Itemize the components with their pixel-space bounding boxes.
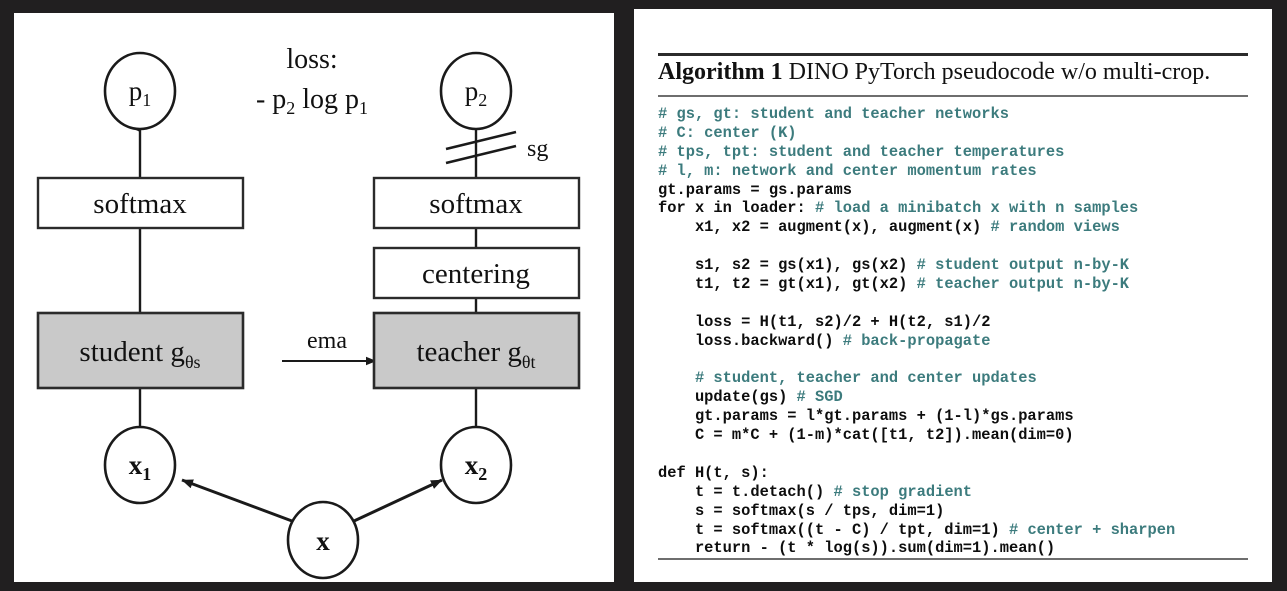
algorithm-title: Algorithm 1 DINO PyTorch pseudocode w/o … [658, 59, 1250, 86]
code-line [658, 294, 1258, 313]
code-token: C = m*C + (1-m)*cat([t1, t2]).mean(dim=0… [658, 426, 1074, 445]
code-comment: # teacher output n-by-K [916, 275, 1130, 294]
code-comment: # load a minibatch x with n samples [815, 199, 1139, 218]
code-line: loss.backward() # back-propagate [658, 332, 1258, 351]
code-line: t1, t2 = gt(x1), gt(x2) # teacher output… [658, 275, 1258, 294]
code-comment: # tps, tpt: student and teacher temperat… [658, 142, 1065, 161]
code-line: s = softmax(s / tps, dim=1) [658, 502, 1258, 521]
code-line [658, 445, 1258, 464]
code-line: # l, m: network and center momentum rate… [658, 162, 1258, 181]
code-token: gt.params = gs.params [658, 180, 852, 199]
box-centering [372, 246, 581, 300]
box-teacher [372, 311, 581, 390]
code-comment: # student output n-by-K [916, 256, 1130, 275]
node-x2-label: x2 [465, 450, 488, 484]
box-student-label: student gθs [79, 336, 200, 372]
code-line: x1, x2 = augment(x), augment(x) # random… [658, 218, 1258, 237]
code-token: for x in loader: [658, 199, 816, 218]
code-comment: # center + sharpen [1008, 520, 1176, 539]
node-p1-label: p1 [129, 76, 152, 110]
code-line [658, 237, 1258, 256]
code-token: loss = H(t1, s2)/2 + H(t2, s1)/2 [658, 312, 991, 331]
code-comment: # back-propagate [842, 331, 991, 350]
code-line [658, 351, 1258, 370]
loss-label-line1: loss: [286, 44, 337, 75]
code-token: s = softmax(s / tps, dim=1) [658, 501, 945, 520]
box-student [36, 311, 245, 390]
box-centering-label: centering [422, 258, 530, 290]
stop-gradient-slash-1 [445, 130, 517, 151]
code-line: for x in loader: # load a minibatch x wi… [658, 199, 1258, 218]
box-teacher-label: teacher gθt [416, 336, 535, 372]
code-token: t1, t2 = gt(x1), gt(x2) [658, 275, 917, 294]
code-token [658, 369, 695, 387]
code-line: C = m*C + (1-m)*cat([t1, t2]).mean(dim=0… [658, 426, 1258, 445]
code-line: # C: center (K) [658, 124, 1258, 143]
diagram-panel: p1 p2 x1 x2 x softmax softmax centering … [14, 13, 614, 582]
code-line: s1, s2 = gs(x1), gs(x2) # student output… [658, 256, 1258, 275]
stop-gradient-label: sg [527, 136, 548, 162]
node-x1 [103, 425, 177, 505]
code-line: t = softmax((t - C) / tpt, dim=1) # cent… [658, 521, 1258, 540]
node-p2 [439, 51, 513, 131]
algorithm-panel: Algorithm 1 DINO PyTorch pseudocode w/o … [634, 9, 1272, 582]
algorithm-bottom-rule [658, 558, 1248, 560]
algorithm-code-block: # gs, gt: student and teacher networks# … [658, 105, 1258, 558]
node-p2-label: p2 [465, 76, 488, 110]
loss-label-line2: - p2 log p1 [256, 84, 368, 118]
code-comment: # student, teacher and center updates [694, 369, 1037, 388]
code-token: update(gs) [658, 388, 797, 407]
algorithm-title-strong: Algorithm 1 [658, 59, 783, 85]
code-line: def H(t, s): [658, 464, 1258, 483]
edge-x-to-x2 [353, 478, 443, 523]
box-softmax-left-label: softmax [93, 188, 187, 220]
code-line: loss = H(t1, s2)/2 + H(t2, s1)/2 [658, 313, 1258, 332]
code-comment: # gs, gt: student and teacher networks [658, 105, 1009, 123]
code-token: loss.backward() [658, 331, 843, 350]
code-line: # tps, tpt: student and teacher temperat… [658, 143, 1258, 162]
edge-ema-label: ema [307, 328, 347, 354]
box-softmax-right [372, 176, 581, 230]
code-comment: # l, m: network and center momentum rate… [658, 161, 1037, 180]
node-x2 [439, 425, 513, 505]
code-comment: # random views [990, 218, 1120, 237]
node-x [286, 500, 360, 580]
node-p1 [103, 51, 177, 131]
code-line: return - (t * log(s)).sum(dim=1).mean() [658, 539, 1258, 558]
code-line: t = t.detach() # stop gradient [658, 483, 1258, 502]
diagram-svg: p1 p2 x1 x2 x softmax softmax centering … [36, 44, 581, 580]
code-token: s1, s2 = gs(x1), gs(x2) [658, 256, 917, 275]
code-token: x1, x2 = augment(x), augment(x) [658, 218, 991, 237]
code-token: t = t.detach() [658, 482, 834, 501]
code-line: gt.params = gs.params [658, 181, 1258, 200]
code-line: # gs, gt: student and teacher networks [658, 105, 1258, 124]
algorithm-mid-rule [658, 95, 1248, 97]
code-token: def H(t, s): [658, 463, 769, 482]
edge-x-to-x1 [181, 478, 293, 523]
code-line: # student, teacher and center updates [658, 369, 1258, 388]
algorithm-title-rest: DINO PyTorch pseudocode w/o multi-crop. [782, 59, 1211, 85]
box-softmax-left [36, 176, 245, 230]
code-comment: # C: center (K) [658, 123, 797, 142]
node-x1-label: x1 [129, 450, 152, 484]
code-comment: # stop gradient [833, 482, 973, 501]
code-line: gt.params = l*gt.params + (1-l)*gs.param… [658, 407, 1258, 426]
node-x-label: x [316, 526, 330, 556]
stop-gradient-slash-2 [445, 144, 517, 165]
code-token: return - (t * log(s)).sum(dim=1).mean() [658, 539, 1056, 558]
algorithm-top-rule [658, 53, 1248, 56]
code-line: update(gs) # SGD [658, 388, 1258, 407]
code-token: t = softmax((t - C) / tpt, dim=1) [658, 520, 1009, 539]
box-softmax-right-label: softmax [429, 188, 523, 220]
code-token: gt.params = l*gt.params + (1-l)*gs.param… [658, 407, 1074, 426]
code-comment: # SGD [796, 388, 843, 407]
